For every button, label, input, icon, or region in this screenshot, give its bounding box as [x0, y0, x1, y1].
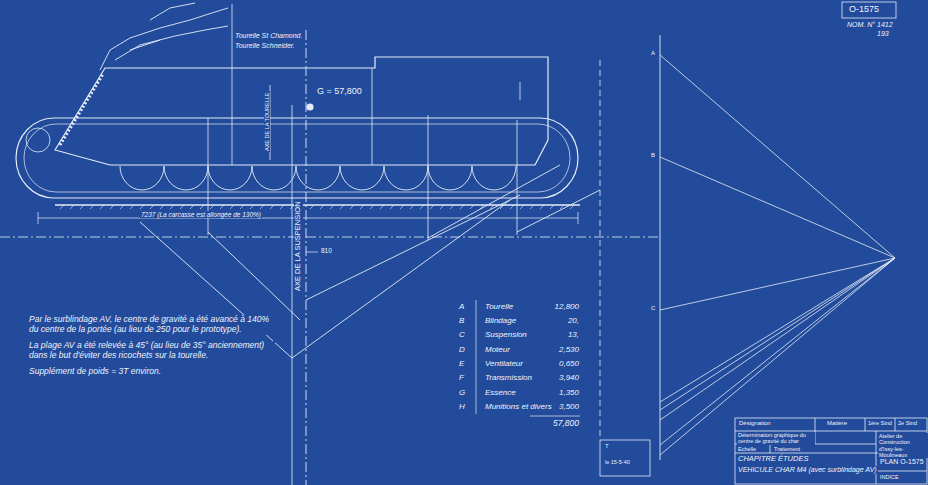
force-letter: A [650, 50, 656, 57]
axis-label: AXE DE LA SUSPENSION [294, 200, 303, 292]
title-cell: Matière [826, 420, 848, 427]
title-cell: PLAN O-1575 [879, 458, 925, 466]
table-cell: Ventilateur [484, 359, 524, 368]
drawing-number: 193 [876, 30, 890, 38]
title-cell: Traitement [773, 446, 801, 452]
table-letter: C [458, 330, 466, 339]
title-cell: 2e Stnd [897, 420, 918, 426]
table-letter: G [458, 388, 466, 397]
table-cell: Essence [484, 388, 517, 397]
table-value: 2,530 [558, 345, 580, 354]
note: La plage AV a été relevée à 45° (au lieu… [28, 341, 275, 361]
turret-note: Tourelle St Chamond. [234, 32, 303, 40]
axis-label: AXE DE LA TOURELLE [264, 92, 270, 153]
table-cell: Moteur [484, 345, 511, 354]
title-cell: T [604, 443, 610, 450]
table-letter: A [458, 302, 465, 311]
title-cell: CHAPITRE ÉTUDES [737, 455, 809, 464]
table-value: 12,800 [554, 302, 580, 311]
title-cell: VEHICULE CHAR M4 (avec surblindage AV) [737, 466, 878, 474]
title-cell: 1ère Stnd [867, 420, 893, 426]
turret-note: Tourelle Schneider. [234, 42, 296, 50]
force-letter: B [650, 152, 656, 159]
title-cell: INDICE [879, 474, 900, 480]
table-letter: D [458, 345, 466, 354]
dimension: 7237 (La carcasse est allongée de 130%) [140, 211, 262, 218]
title-cell: Désignation [738, 420, 772, 427]
note: Supplément de poids = 3T environ. [28, 367, 162, 377]
note: Par le surblindage AV, le centre de grav… [28, 315, 275, 335]
centre-of-gravity: G = 57,800 [316, 86, 363, 96]
table-letter: E [458, 359, 465, 368]
table-total: 57,800 [552, 419, 580, 429]
title-cell: Détermination graphique du centre de gra… [737, 432, 815, 445]
table-cell: Blindage [484, 316, 517, 325]
table-cell: Transmission [484, 373, 533, 382]
table-value: 3,940 [558, 373, 580, 382]
dimension: 810 [320, 247, 333, 254]
title-cell: Echelle [737, 446, 757, 452]
table-value: 3,500 [558, 402, 580, 411]
table-letter: H [458, 402, 466, 411]
drawing-number: O-1575 [848, 4, 880, 14]
table-cell: Munitions et divers [484, 402, 553, 411]
table-letter: B [458, 316, 465, 325]
table-cell: Tourelle [484, 302, 514, 311]
title-cell: Atelier de Construction d'Issy-les-Mouli… [878, 433, 928, 458]
table-letter: F [458, 373, 465, 382]
table-value: 0,650 [558, 359, 580, 368]
table-cell: Suspension [484, 330, 528, 339]
table-value: 13, [567, 330, 580, 339]
force-letter: C [650, 305, 656, 312]
table-value: 20, [567, 316, 580, 325]
drawing-number: NOM. N° 1412 [846, 21, 894, 29]
title-cell: le 15-5-40 [604, 459, 631, 465]
table-value: 1,350 [558, 388, 580, 397]
